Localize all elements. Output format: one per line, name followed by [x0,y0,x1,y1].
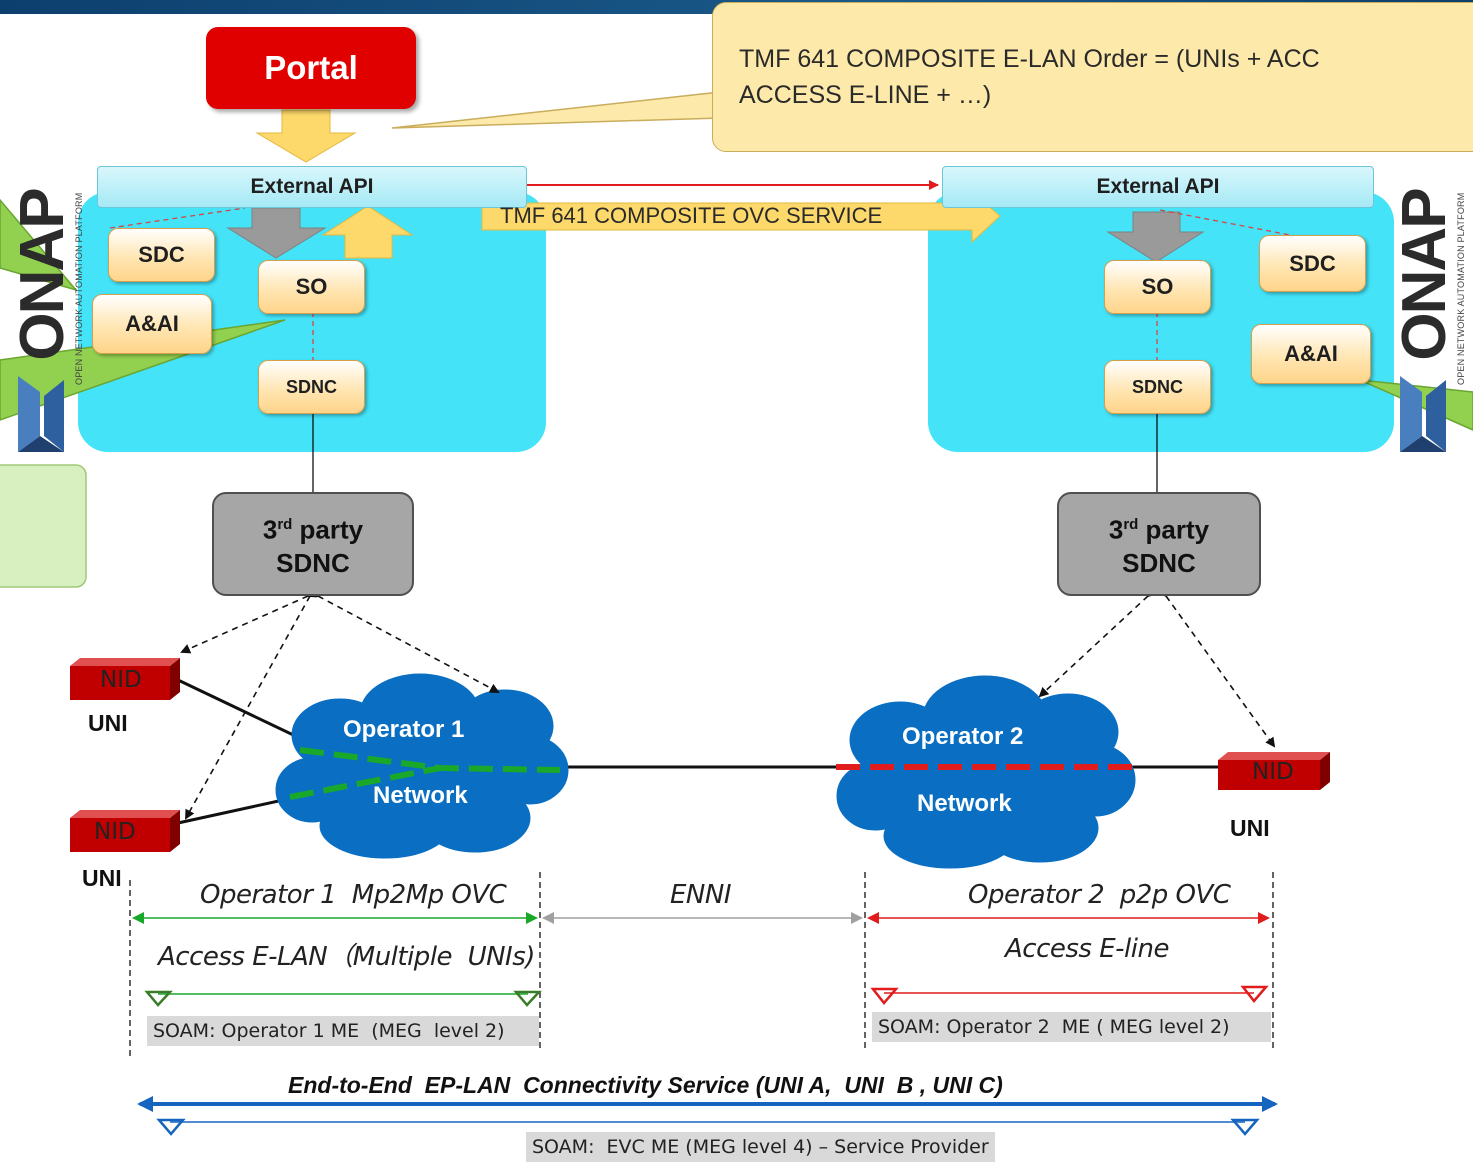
onap-logo-mark-left [18,376,64,452]
onap-logo-left: ONAP [8,189,77,361]
operator1-label: Operator 1 [343,716,465,743]
onap-logo-mark-right [1400,376,1446,452]
third-party-line1: 3rd party [1108,514,1210,545]
sdc-right[interactable]: SDC [1259,235,1366,292]
third-party-line2: SDNC [276,548,350,579]
enni-label: ENNI [670,880,732,910]
operator2-cloud [836,675,1136,869]
access-eline-label: Access E-line [1005,934,1169,964]
third-party-sdnc-right[interactable]: 3rd party SDNC [1057,492,1261,596]
soam-evc-label: SOAM: EVC ME (MEG level 4) – Service Pro… [526,1132,995,1162]
order-callout: TMF 641 COMPOSITE E-LAN Order = (UNIs + … [712,2,1473,152]
api-down-arrow-left [226,207,327,259]
nid-box-2 [70,810,180,852]
aai-left[interactable]: A&AI [92,294,212,354]
sdnc-right[interactable]: SDNC [1104,360,1211,414]
onap-logo-sub-right: OPEN NETWORK AUTOMATION PLATFORM [1456,192,1466,385]
onap-logo-right: ONAP [1390,189,1459,361]
access-elan-label: Access E-LAN（Multiple UNIs) [158,942,535,972]
portal-button[interactable]: Portal [206,27,416,109]
operator2-network-label: Network [917,790,1012,817]
op1-ovc-label: Operator 1 Mp2Mp OVC [200,880,507,910]
uni-label-2: UNI [82,865,122,891]
so-right[interactable]: SO [1104,260,1211,314]
api-down-arrow-right [1106,211,1205,263]
nid-label-2: NID [94,819,136,845]
sdnc-left[interactable]: SDNC [258,360,365,414]
third-party-sdnc-left[interactable]: 3rd party SDNC [212,492,414,596]
soam-op1-label: SOAM: Operator 1 ME (MEG level 2) [147,1016,539,1046]
ovc-service-label: TMF 641 COMPOSITE OVC SERVICE [500,203,883,228]
callout-line2: ACCESS E-LINE + …) [739,81,992,109]
onap-logo-sub-left: OPEN NETWORK AUTOMATION PLATFORM [74,192,84,385]
nid-label-1: NID [100,667,142,693]
uni-label-1: UNI [88,710,128,736]
nid-label-3: NID [1252,759,1294,785]
portal-arrow [255,109,357,163]
external-api-right[interactable]: External API [942,166,1374,208]
api-up-arrow-left [321,205,414,259]
external-api-left[interactable]: External API [97,166,527,208]
green-callout-left-top [0,198,79,292]
aai-right[interactable]: A&AI [1251,324,1371,384]
uni-label-3: UNI [1230,815,1270,841]
e2e-service-label: End-to-End EP-LAN Connectivity Service (… [288,1072,1003,1098]
third-party-line1: 3rd party [262,514,364,545]
so-left[interactable]: SO [258,260,365,314]
callout-line1: TMF 641 COMPOSITE E-LAN Order = (UNIs + … [739,45,1320,73]
callout-pointer [391,91,721,129]
operator1-network-label: Network [373,782,468,809]
third-party-line2: SDNC [1122,548,1196,579]
op2-ovc-label: Operator 2 p2p OVC [968,880,1231,910]
operator2-label: Operator 2 [902,723,1024,750]
nid-box-1 [70,658,180,700]
green-callout-left-box [0,464,87,588]
soam-op2-label: SOAM: Operator 2 ME ( MEG level 2) [872,1012,1271,1042]
sdc-left[interactable]: SDC [108,228,215,282]
nid-box-3 [1218,752,1330,790]
